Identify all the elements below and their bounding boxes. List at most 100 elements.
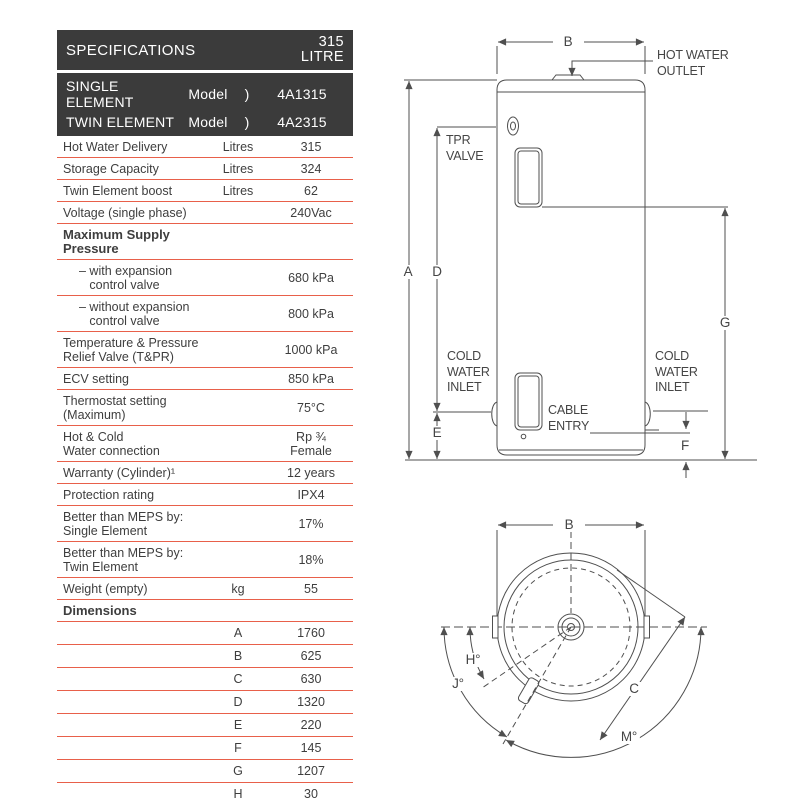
row-value: 1000 kPa — [284, 342, 338, 357]
row-value: 75°C — [297, 400, 325, 415]
row-unit: Litres — [222, 161, 254, 176]
cylinder-inner-circle — [503, 559, 639, 695]
dim-label-b-top: B — [560, 35, 576, 49]
row-value: 12 years — [287, 465, 335, 480]
lower-access-panel-inner — [517, 375, 540, 428]
model-row-value: 4A2315 — [277, 114, 327, 130]
table-row: Maximum Supply Pressure — [57, 224, 353, 260]
center-fitting-outer — [557, 613, 585, 641]
bottom-view — [440, 521, 707, 758]
row-value: 680 kPa — [288, 270, 334, 285]
model-row-value: 4A1315 — [277, 86, 327, 102]
cylinder-dashed-circle — [511, 567, 631, 687]
row-unit: C — [233, 672, 243, 686]
dim-label-h: H° — [462, 653, 484, 667]
j-angle-ray — [502, 626, 572, 745]
model-row-label: SINGLE ELEMENT — [66, 78, 134, 110]
model-row-label: TWIN ELEMENT — [66, 114, 175, 130]
row-unit: B — [233, 649, 243, 663]
row-value: 220 — [300, 718, 322, 732]
row-label: Better than MEPS by: Single Element — [63, 509, 184, 538]
tpr-valve-icon-inner — [510, 121, 516, 131]
h-angle-ray — [481, 626, 572, 689]
table-row: Twin Element boost Litres 62 — [57, 180, 353, 202]
row-value: 240Vac — [290, 205, 332, 220]
row-label: ECV setting — [63, 371, 130, 386]
table-row: Thermostat setting (Maximum) 75°C — [57, 390, 353, 426]
row-unit: A — [233, 626, 243, 640]
lower-access-panel — [514, 372, 543, 431]
row-value: 1760 — [297, 626, 325, 640]
row-unit: D — [233, 695, 243, 709]
dim-c-witness-line — [616, 569, 686, 618]
row-value: 630 — [300, 672, 322, 686]
row-label: Temperature & Pressure Relief Valve (T&P… — [63, 335, 199, 364]
table-row: D 1320 — [57, 691, 353, 714]
row-label: – with expansion control valve — [79, 263, 173, 292]
row-value: 18% — [298, 552, 324, 567]
model-row: SINGLE ELEMENT Model ) 4A1315 — [57, 76, 353, 112]
table-row: – without expansion control valve 800 kP… — [57, 296, 353, 332]
bottom-cable-entry-boss — [517, 677, 540, 705]
row-value: 850 kPa — [288, 371, 334, 386]
inlet-boss-right — [644, 401, 651, 427]
bottom-tab-left — [492, 615, 499, 639]
row-label: Storage Capacity — [63, 161, 159, 176]
table-row: H 30 — [57, 783, 353, 800]
bottom-tab-right — [643, 615, 650, 639]
row-value: 62 — [304, 183, 318, 198]
front-view — [404, 38, 757, 478]
table-row: E 220 — [57, 714, 353, 737]
cold-water-inlet-right-label: COLD WATER INLET — [655, 349, 698, 394]
table-row: Dimensions — [57, 600, 353, 622]
row-value: 800 kPa — [288, 306, 334, 321]
cylinder-outer-circle — [496, 552, 646, 702]
table-row: Storage Capacity Litres 324 — [57, 158, 353, 180]
row-value: 625 — [300, 649, 322, 663]
model-row-separator: ) — [244, 114, 250, 130]
dim-b-extension-lines — [496, 46, 646, 74]
row-label: Maximum Supply Pressure — [63, 226, 170, 256]
upper-access-panel-inner — [517, 150, 540, 205]
table-row: Protection rating IPX4 — [57, 484, 353, 506]
row-unit: H — [233, 787, 243, 800]
row-label: Thermostat setting (Maximum) — [63, 393, 167, 422]
model-row-separator: ) — [244, 86, 250, 102]
row-label: Dimensions — [63, 602, 137, 618]
hot-water-outlet-leader — [568, 60, 653, 76]
table-row: F 145 — [57, 737, 353, 760]
row-label: Hot & Cold Water connection — [63, 429, 160, 458]
spec-table: SPECIFICATIONS 315 LITRE SINGLE ELEMENT … — [57, 30, 353, 800]
dim-label-e: E — [429, 426, 445, 440]
dim-label-d: D — [429, 265, 445, 279]
row-label: – without expansion control valve — [79, 299, 190, 328]
dim-j-arc — [440, 626, 508, 738]
row-label: Warranty (Cylinder)¹ — [63, 465, 176, 480]
dim-label-a: A — [400, 265, 416, 279]
table-row: Voltage (single phase) 240Vac — [57, 202, 353, 224]
dim-label-c: C — [626, 682, 642, 696]
row-value: 30 — [304, 787, 318, 800]
row-value: 55 — [304, 581, 318, 596]
dim-label-f: F — [677, 439, 693, 453]
dim-c-line — [599, 616, 686, 741]
row-unit: Litres — [222, 183, 254, 198]
dim-label-j: J° — [449, 677, 467, 691]
upper-access-panel — [514, 147, 543, 208]
row-value: IPX4 — [297, 487, 325, 502]
model-row: TWIN ELEMENT Model ) 4A2315 — [57, 112, 353, 132]
dim-label-g: G — [716, 316, 734, 330]
row-label: Better than MEPS by: Twin Element — [63, 545, 184, 574]
tank-outline — [496, 79, 646, 456]
table-row: Better than MEPS by: Single Element 17% — [57, 506, 353, 542]
row-unit: E — [233, 718, 243, 732]
row-value: 17% — [298, 516, 324, 531]
page-title: SPECIFICATIONS — [66, 41, 196, 59]
table-row: Hot & Cold Water connection Rp ¾ Female — [57, 426, 353, 462]
hot-water-outlet-label: HOT WATER OUTLET — [657, 48, 729, 78]
capacity-badge: 315 LITRE — [300, 34, 344, 65]
model-band: SINGLE ELEMENT Model ) 4A1315 TWIN ELEME… — [57, 73, 353, 136]
row-value: 324 — [300, 161, 322, 176]
center-fitting-mid — [561, 617, 581, 637]
